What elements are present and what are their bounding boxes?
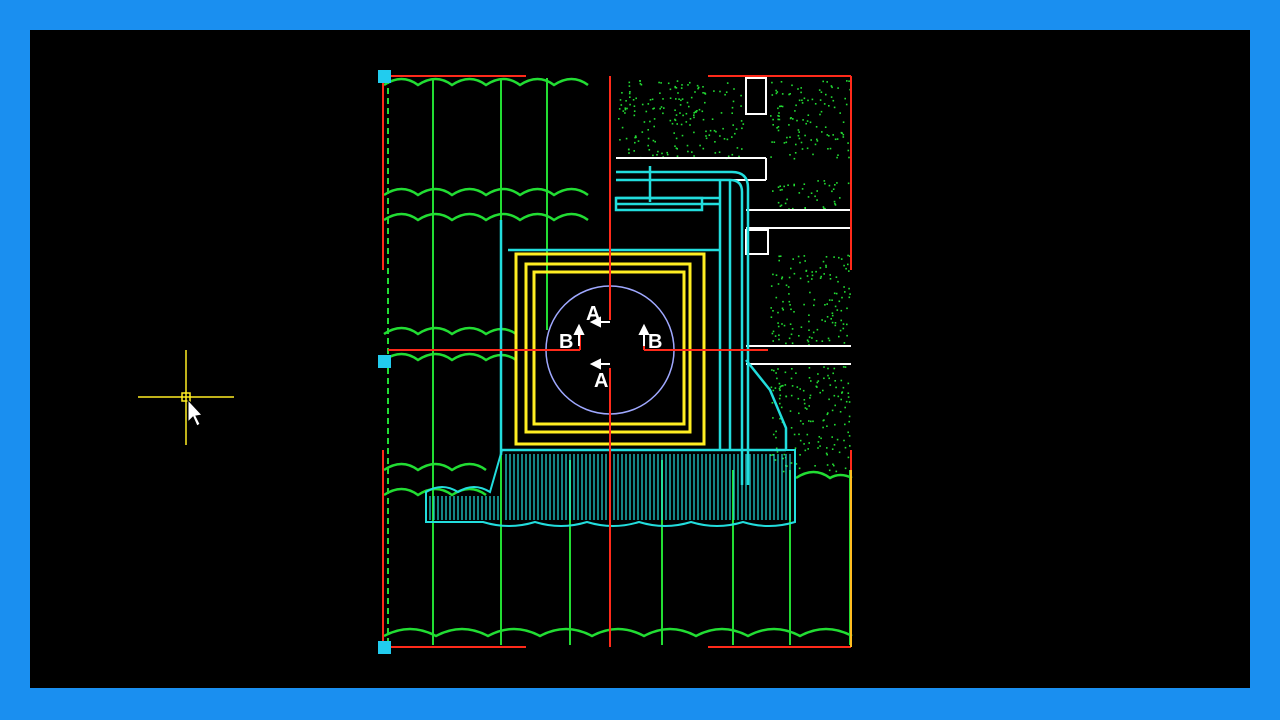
crosshair-pickbox-icon <box>138 350 234 445</box>
section-label-a-top: A <box>586 303 600 325</box>
selection-grip-top[interactable] <box>378 70 391 83</box>
apron-vertical-hatch <box>429 454 791 520</box>
selection-grip-bottom[interactable] <box>378 641 391 654</box>
section-arrows <box>573 316 650 370</box>
selection-grip-mid[interactable] <box>378 355 391 368</box>
cad-drawing[interactable]: A A B B <box>30 30 1250 688</box>
section-label-b-left: B <box>559 331 573 353</box>
apron-hatch <box>425 449 796 527</box>
tile-wave-courses <box>383 77 853 638</box>
section-lines <box>382 75 852 648</box>
arrow-pointer-icon <box>187 398 204 427</box>
section-label-b-right: B <box>648 331 662 353</box>
cad-drawing-viewport[interactable]: A A B B <box>30 30 1250 688</box>
wall-hatch <box>616 78 851 478</box>
hatch-dots <box>618 80 851 473</box>
section-label-a-bottom: A <box>594 370 608 392</box>
